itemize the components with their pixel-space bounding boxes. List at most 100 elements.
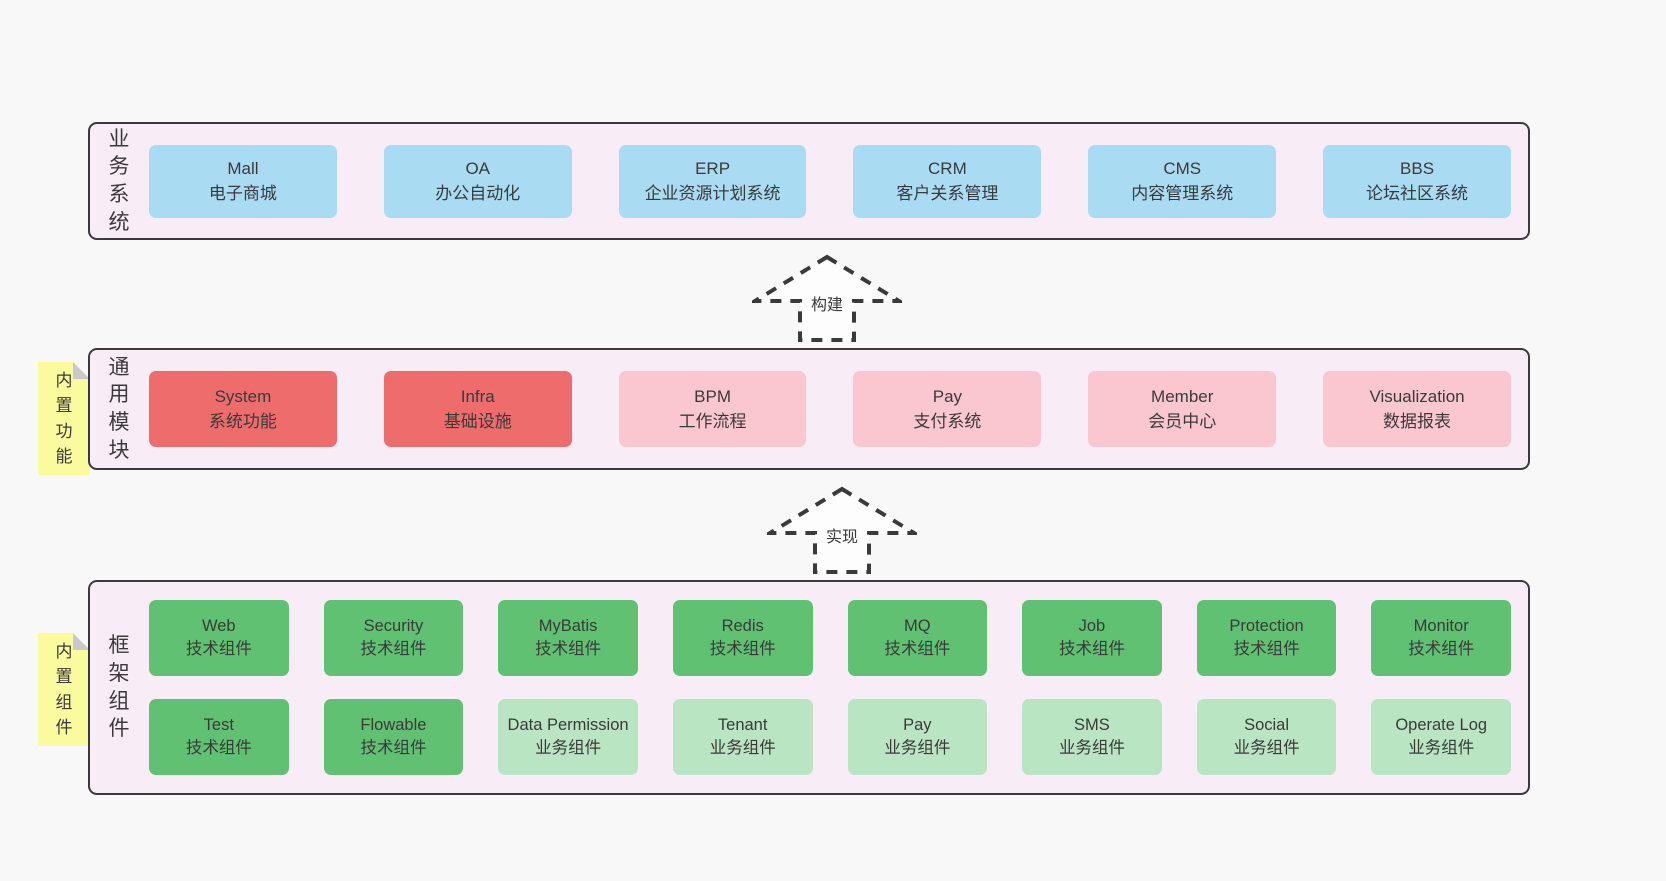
- box-subtitle: 业务组件: [535, 739, 602, 757]
- system-box-crm: CRM 客户关系管理: [853, 144, 1042, 218]
- component-box-monitor: Monitor 技术组件: [1371, 600, 1511, 676]
- box-title: Mall: [227, 158, 259, 178]
- component-box-data-permission: Data Permission 业务组件: [498, 699, 638, 775]
- component-box-operate-log: Operate Log 业务组件: [1371, 699, 1511, 775]
- box-subtitle: 业务组件: [1408, 739, 1475, 757]
- box-subtitle: 技术组件: [709, 640, 776, 658]
- box-subtitle: 业务组件: [1058, 739, 1125, 757]
- box-subtitle: 业务组件: [1233, 739, 1300, 757]
- component-box-protection: Protection 技术组件: [1196, 600, 1337, 676]
- system-box-cms: CMS 内容管理系统: [1088, 144, 1277, 218]
- box-subtitle: 内容管理系统: [1131, 184, 1234, 203]
- build-arrow: 构建: [752, 254, 902, 344]
- module-box-pay: Pay 支付系统: [853, 371, 1042, 447]
- component-box-redis: Redis 技术组件: [672, 600, 813, 676]
- box-subtitle: 数据报表: [1383, 412, 1452, 431]
- box-title: Operate Log: [1395, 716, 1488, 735]
- box-title: MQ: [904, 617, 931, 636]
- box-title: Test: [203, 716, 234, 735]
- box-subtitle: 会员中心: [1148, 412, 1217, 431]
- box-title: MyBatis: [538, 617, 598, 636]
- component-box-mybatis: MyBatis 技术组件: [498, 600, 638, 676]
- box-subtitle: 技术组件: [884, 640, 951, 658]
- box-subtitle: 技术组件: [1233, 640, 1300, 658]
- framework-row-2: Test 技术组件 Flowable 技术组件 Data Permission …: [149, 699, 1511, 775]
- module-box-system: System 系统功能: [149, 371, 337, 447]
- box-title: Web: [201, 617, 236, 636]
- business-systems-panel: 业务系统 Mall 电子商城 OA 办公自动化 ERP 企业资源计划系统 CRM…: [88, 122, 1530, 240]
- builtin-features-note-label: 内置功能: [55, 370, 73, 466]
- box-title: CRM: [928, 158, 967, 178]
- system-box-bbs: BBS 论坛社区系统: [1323, 144, 1511, 218]
- module-box-visualization: Visualization 数据报表: [1323, 371, 1511, 447]
- component-box-mq: MQ 技术组件: [847, 600, 988, 676]
- component-box-test: Test 技术组件: [149, 699, 289, 775]
- box-subtitle: 企业资源计划系统: [644, 184, 781, 203]
- framework-components-label: 框架组件: [108, 634, 130, 741]
- component-box-pay: Pay 业务组件: [847, 699, 988, 775]
- box-title: Tenant: [717, 716, 768, 735]
- box-subtitle: 技术组件: [185, 739, 252, 757]
- component-box-flowable: Flowable 技术组件: [323, 699, 464, 775]
- build-arrow-label: 构建: [807, 296, 847, 317]
- common-modules-label: 通用模块: [108, 355, 130, 462]
- box-title: Monitor: [1413, 617, 1469, 636]
- box-subtitle: 技术组件: [1058, 640, 1125, 658]
- builtin-components-note-label: 内置组件: [55, 641, 73, 737]
- system-box-oa: OA 办公自动化: [383, 144, 572, 218]
- box-subtitle: 客户关系管理: [896, 184, 999, 203]
- box-title: Redis: [721, 617, 764, 636]
- box-title: SMS: [1074, 716, 1110, 735]
- box-subtitle: 技术组件: [360, 739, 427, 757]
- box-title: Member: [1151, 386, 1214, 406]
- box-title: CMS: [1163, 158, 1202, 178]
- box-title: Infra: [460, 386, 495, 406]
- implement-arrow-label: 实现: [822, 528, 862, 549]
- component-box-sms: SMS 业务组件: [1022, 699, 1162, 775]
- framework-components-panel: 框架组件 Web 技术组件 Security 技术组件 MyBatis 技术组件…: [88, 580, 1530, 795]
- box-subtitle: 技术组件: [185, 640, 252, 658]
- component-box-security: Security 技术组件: [323, 600, 464, 676]
- module-box-infra: Infra 基础设施: [383, 371, 572, 447]
- box-title: Pay: [903, 716, 932, 735]
- system-box-mall: Mall 电子商城: [149, 144, 337, 218]
- box-title: Pay: [932, 386, 963, 406]
- box-subtitle: 工作流程: [678, 412, 747, 431]
- box-title: BPM: [694, 386, 731, 406]
- box-subtitle: 技术组件: [535, 640, 602, 658]
- box-title: Social: [1244, 716, 1290, 735]
- implement-arrow: 实现: [767, 486, 917, 576]
- box-subtitle: 办公自动化: [435, 184, 521, 203]
- box-title: Job: [1078, 617, 1106, 636]
- box-title: Protection: [1229, 617, 1304, 636]
- common-modules-panel: 通用模块 System 系统功能 Infra 基础设施 BPM 工作流程 Pay…: [88, 348, 1530, 470]
- framework-row-1: Web 技术组件 Security 技术组件 MyBatis 技术组件 Redi…: [149, 600, 1511, 676]
- box-subtitle: 论坛社区系统: [1366, 184, 1469, 203]
- box-subtitle: 系统功能: [208, 412, 277, 431]
- business-systems-box-row: Mall 电子商城 OA 办公自动化 ERP 企业资源计划系统 CRM 客户关系…: [149, 144, 1528, 218]
- box-title: System: [214, 386, 272, 406]
- common-modules-box-row: System 系统功能 Infra 基础设施 BPM 工作流程 Pay 支付系统…: [149, 371, 1528, 447]
- box-title: OA: [465, 158, 491, 178]
- system-box-erp: ERP 企业资源计划系统: [618, 144, 807, 218]
- component-box-job: Job 技术组件: [1022, 600, 1162, 676]
- box-subtitle: 业务组件: [709, 739, 776, 757]
- box-subtitle: 业务组件: [884, 739, 951, 757]
- module-box-bpm: BPM 工作流程: [618, 371, 807, 447]
- box-subtitle: 基础设施: [443, 412, 512, 431]
- box-title: Data Permission: [507, 716, 629, 735]
- business-systems-label: 业务系统: [108, 127, 130, 234]
- module-box-member: Member 会员中心: [1088, 371, 1277, 447]
- box-subtitle: 技术组件: [360, 640, 427, 658]
- component-box-social: Social 业务组件: [1196, 699, 1337, 775]
- component-box-web: Web 技术组件: [149, 600, 289, 676]
- box-title: Flowable: [360, 716, 427, 735]
- box-title: Visualization: [1369, 386, 1465, 406]
- component-box-tenant: Tenant 业务组件: [672, 699, 813, 775]
- builtin-features-sticky-note: 内置功能: [38, 362, 90, 475]
- box-title: ERP: [695, 158, 731, 178]
- box-subtitle: 支付系统: [913, 412, 982, 431]
- box-subtitle: 技术组件: [1408, 640, 1475, 658]
- framework-components-grid: Web 技术组件 Security 技术组件 MyBatis 技术组件 Redi…: [149, 600, 1528, 775]
- box-title: Security: [363, 617, 424, 636]
